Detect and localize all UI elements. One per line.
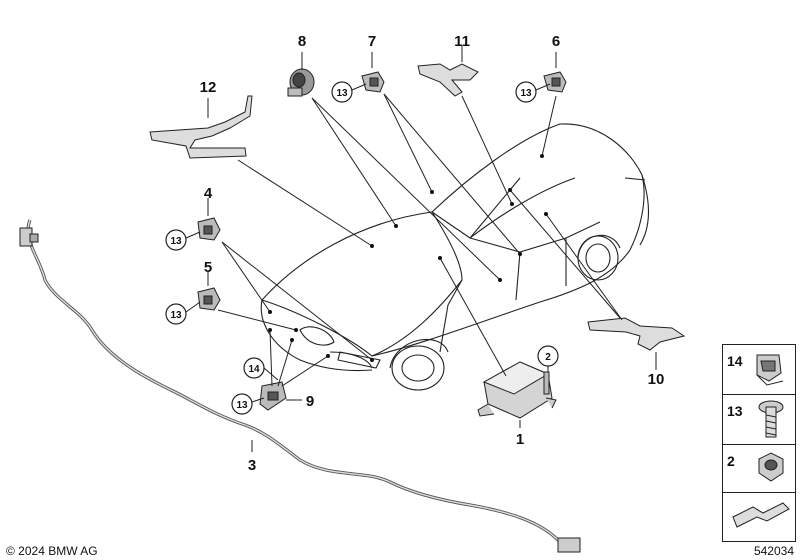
sensor-4 <box>197 217 221 241</box>
circled-label-13-c: 13 <box>165 229 187 251</box>
label-part-10: 10 <box>648 371 665 388</box>
svg-text:13: 13 <box>170 310 182 321</box>
circled-label-13-b: 13 <box>515 81 537 103</box>
label-part-6: 6 <box>552 33 560 50</box>
leader-lines <box>185 46 657 428</box>
harness-connector-left <box>19 227 39 247</box>
antenna-strip-11 <box>417 63 479 97</box>
legend-number: 14 <box>727 353 743 369</box>
label-part-12: 12 <box>200 79 217 96</box>
diagram-id: 542034 <box>753 544 794 558</box>
sensor-5 <box>197 287 221 311</box>
legend-row-2: 2 <box>722 444 796 494</box>
circled-label-14: 14 <box>243 357 265 379</box>
legend-number: 13 <box>727 403 743 419</box>
label-part-5: 5 <box>204 259 212 276</box>
label-part-1: 1 <box>516 431 524 448</box>
harness-connector-right <box>557 537 581 553</box>
antenna-strip-10 <box>587 317 686 351</box>
legend-row-14: 14 <box>722 344 796 396</box>
leader-dots <box>268 154 548 362</box>
svg-text:2: 2 <box>545 352 551 363</box>
assembly-arrow-icon <box>732 502 790 528</box>
legend-number: 2 <box>727 453 735 469</box>
svg-text:14: 14 <box>248 364 260 375</box>
legend-row-13: 13 <box>722 394 796 446</box>
svg-text:13: 13 <box>520 88 532 99</box>
label-part-11: 11 <box>454 33 470 50</box>
sensor-8 <box>287 68 315 97</box>
antenna-strip-12 <box>149 95 253 159</box>
svg-text:13: 13 <box>336 88 348 99</box>
label-part-8: 8 <box>298 33 306 50</box>
sensor-9 <box>259 381 287 411</box>
label-part-7: 7 <box>368 33 376 50</box>
circled-label-2: 2 <box>537 345 559 367</box>
circled-label-13-e: 13 <box>231 393 253 415</box>
circled-label-13-d: 13 <box>165 303 187 325</box>
clip-nut-icon <box>756 354 784 386</box>
label-part-4: 4 <box>204 185 213 202</box>
hex-nut-icon <box>758 452 784 482</box>
legend-row-arrow <box>722 492 796 542</box>
copyright: © 2024 BMW AG <box>6 544 98 558</box>
sensor-7 <box>361 71 385 93</box>
screw-icon <box>758 400 784 438</box>
sensor-6 <box>543 71 567 93</box>
svg-text:13: 13 <box>236 400 248 411</box>
label-part-3: 3 <box>248 457 256 474</box>
nut-2-pin <box>543 371 550 395</box>
car-outline <box>260 123 649 391</box>
svg-text:13: 13 <box>170 236 182 247</box>
circled-label-13-a: 13 <box>331 81 353 103</box>
label-part-9: 9 <box>306 393 314 410</box>
